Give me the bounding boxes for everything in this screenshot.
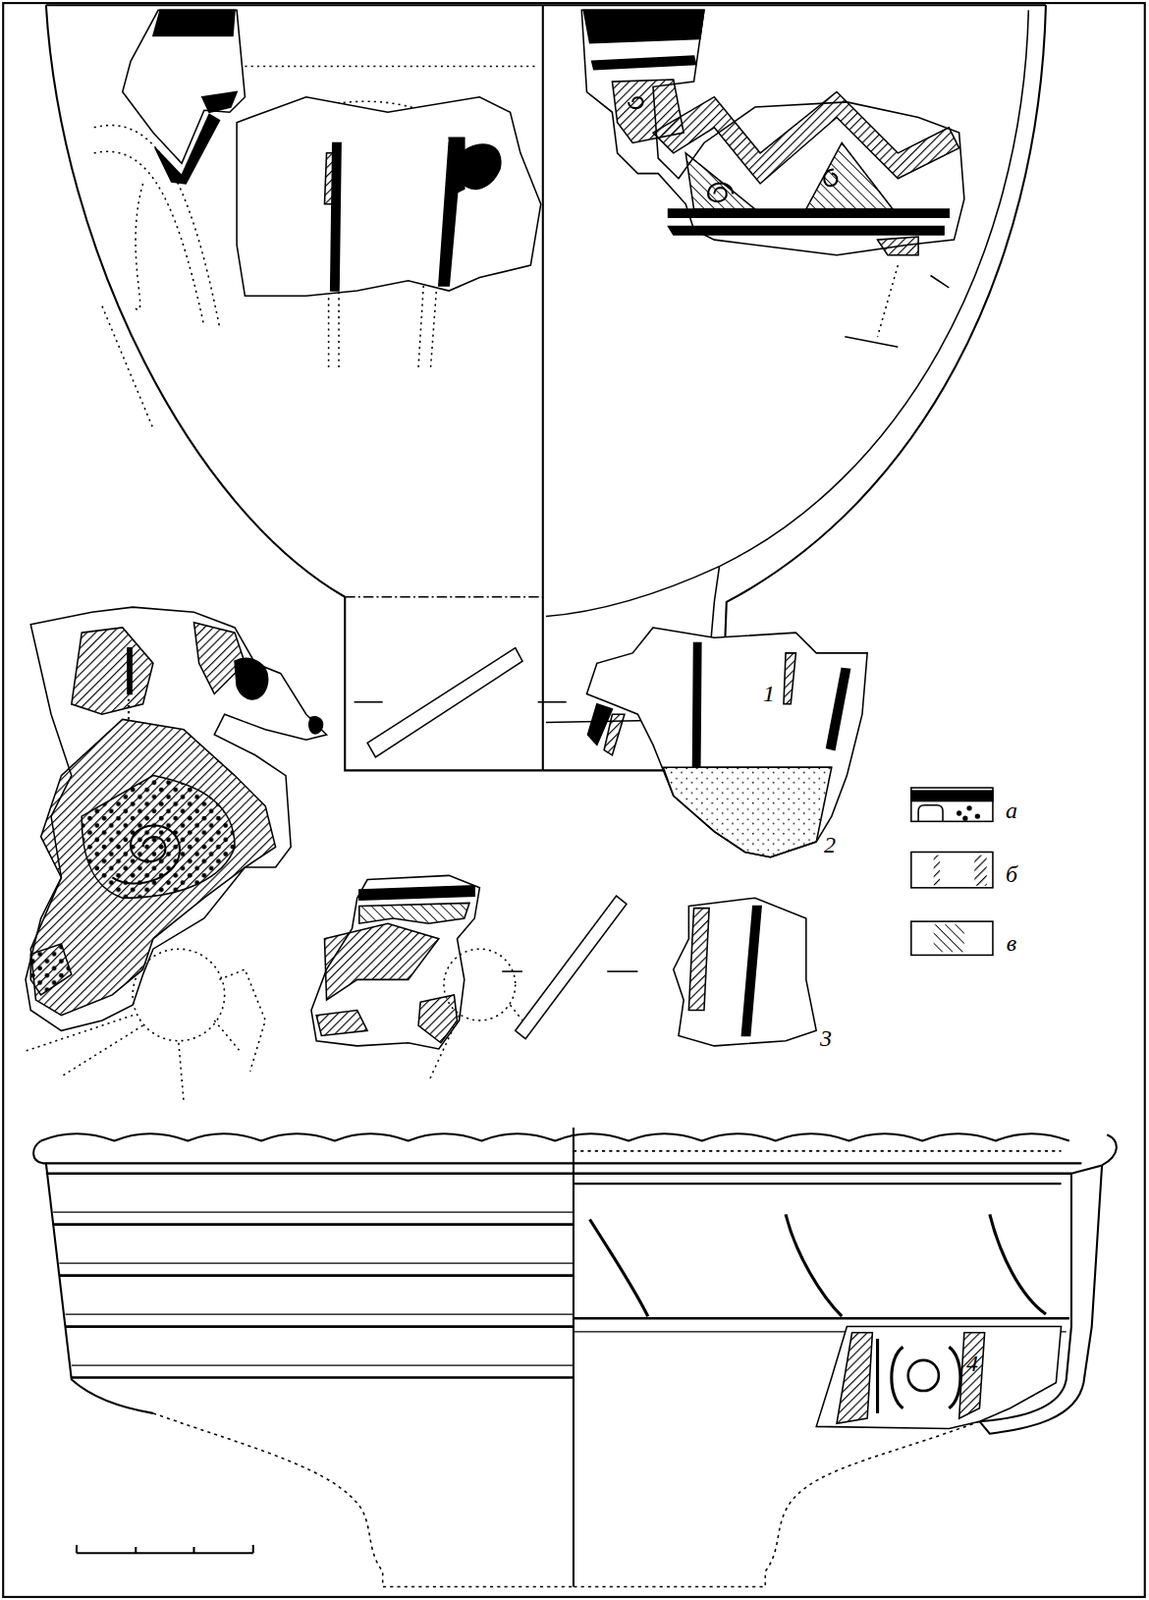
- legend-letter: в: [1006, 930, 1017, 955]
- figure-number: 3: [820, 1026, 832, 1050]
- figure-number: 4: [966, 1351, 979, 1375]
- legend-letter: а: [1005, 798, 1018, 822]
- figure-number: 2: [823, 832, 836, 857]
- figure-number: 1: [763, 681, 775, 706]
- legend-letter: б: [1005, 862, 1018, 886]
